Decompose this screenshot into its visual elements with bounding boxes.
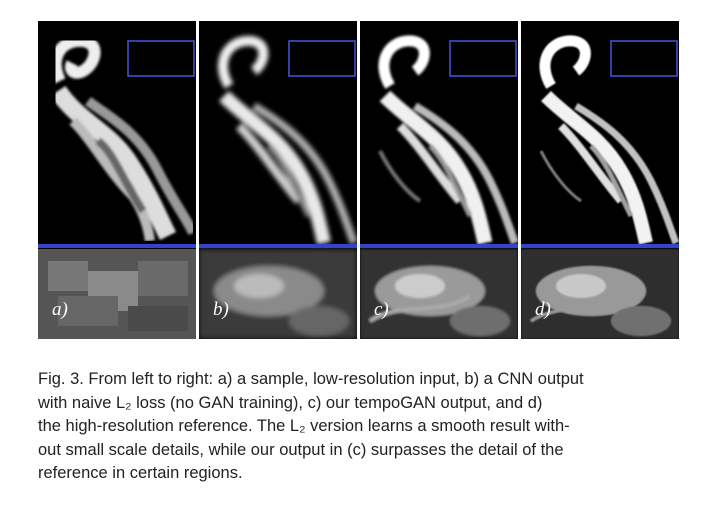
- panel-label: c): [374, 299, 389, 320]
- panel-d-image: [521, 35, 679, 339]
- panel-a: a): [38, 21, 196, 339]
- panel-b-image: [199, 35, 357, 339]
- zoom-inset: [38, 249, 196, 339]
- panel-label: d): [535, 299, 551, 320]
- zoom-divider: [521, 244, 679, 248]
- highlight-box: [610, 40, 678, 77]
- caption-line: the high-resolution reference. The L₂ ve…: [38, 417, 570, 435]
- zoom-inset: [360, 249, 518, 339]
- caption-line: with naive L₂ loss (no GAN training), c)…: [38, 393, 543, 412]
- zoom-inset: [199, 249, 357, 339]
- caption-line: reference in certain regions.: [38, 464, 243, 482]
- panel-a-image: [38, 34, 196, 339]
- caption-line: out small scale details, while our outpu…: [38, 440, 564, 459]
- panel-label: b): [213, 299, 229, 320]
- zoom-divider: [199, 244, 357, 248]
- zoom-divider: [360, 244, 518, 248]
- caption-line: Fig. 3. From left to right: a) a sample,…: [38, 370, 584, 388]
- panel-b: b): [199, 21, 357, 339]
- highlight-box: [449, 40, 517, 77]
- panel-d: d): [521, 21, 679, 339]
- highlight-box: [288, 40, 356, 77]
- panel-label: a): [52, 299, 68, 320]
- zoom-inset: [521, 249, 679, 339]
- panel-c: c): [360, 21, 518, 339]
- zoom-divider: [38, 244, 196, 248]
- figure: a) b): [38, 21, 679, 339]
- highlight-box: [127, 40, 195, 77]
- figure-caption: Fig. 3. From left to right: a) a sample,…: [38, 368, 680, 486]
- panel-c-image: [360, 35, 518, 339]
